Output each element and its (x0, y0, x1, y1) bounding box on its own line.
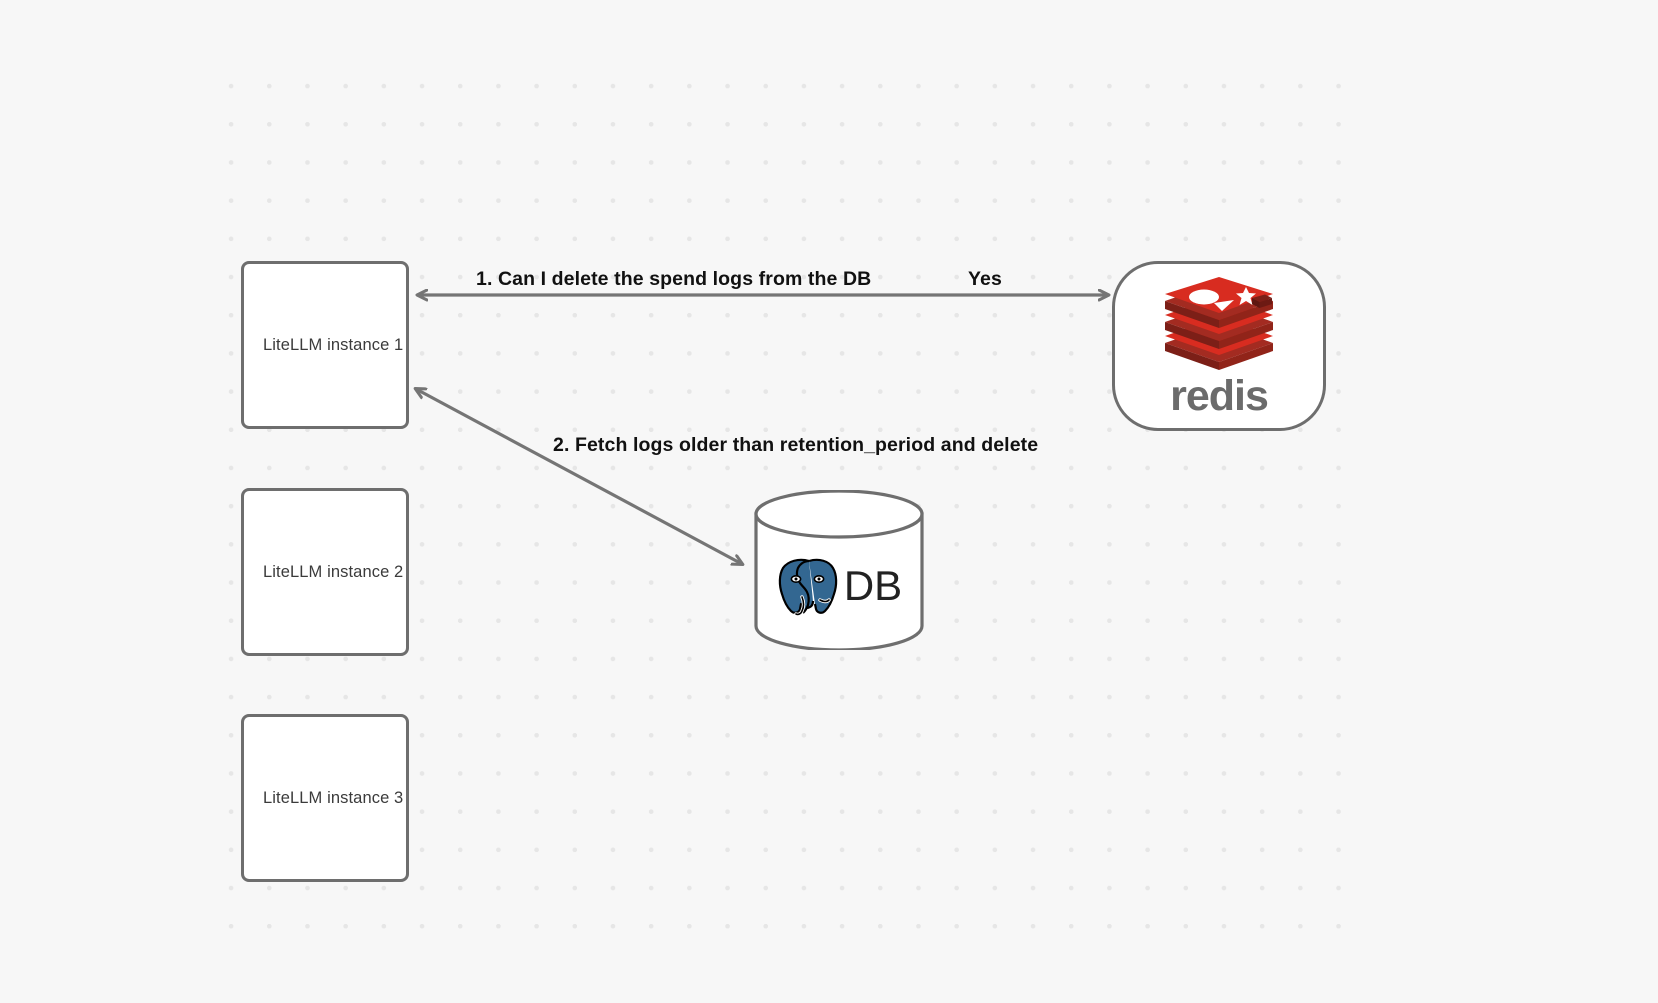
node-redis[interactable]: redis (1112, 261, 1326, 431)
edge-instance1-database (416, 389, 742, 564)
postgresql-elephant-icon (777, 558, 838, 617)
node-litellm-instance-1[interactable]: LiteLLM instance 1 (241, 261, 409, 429)
redis-logo: redis (1160, 276, 1278, 420)
edge-label-step-1: 1. Can I delete the spend logs from the … (476, 268, 872, 290)
database-label: DB (843, 562, 903, 609)
edge-label-step-2: 2. Fetch logs older than retention_perio… (553, 434, 1039, 456)
node-database[interactable]: DB (753, 489, 925, 652)
redis-wordmark: redis (1170, 371, 1269, 420)
redis-stack-icon (1165, 276, 1273, 370)
node-label: LiteLLM instance 2 (263, 562, 404, 581)
node-litellm-instance-3[interactable]: LiteLLM instance 3 (241, 714, 409, 882)
node-litellm-instance-2[interactable]: LiteLLM instance 2 (241, 488, 409, 656)
node-label: LiteLLM instance 1 (263, 335, 404, 354)
edge-label-step-1-response: Yes (968, 268, 1002, 290)
node-label: LiteLLM instance 3 (263, 788, 404, 807)
